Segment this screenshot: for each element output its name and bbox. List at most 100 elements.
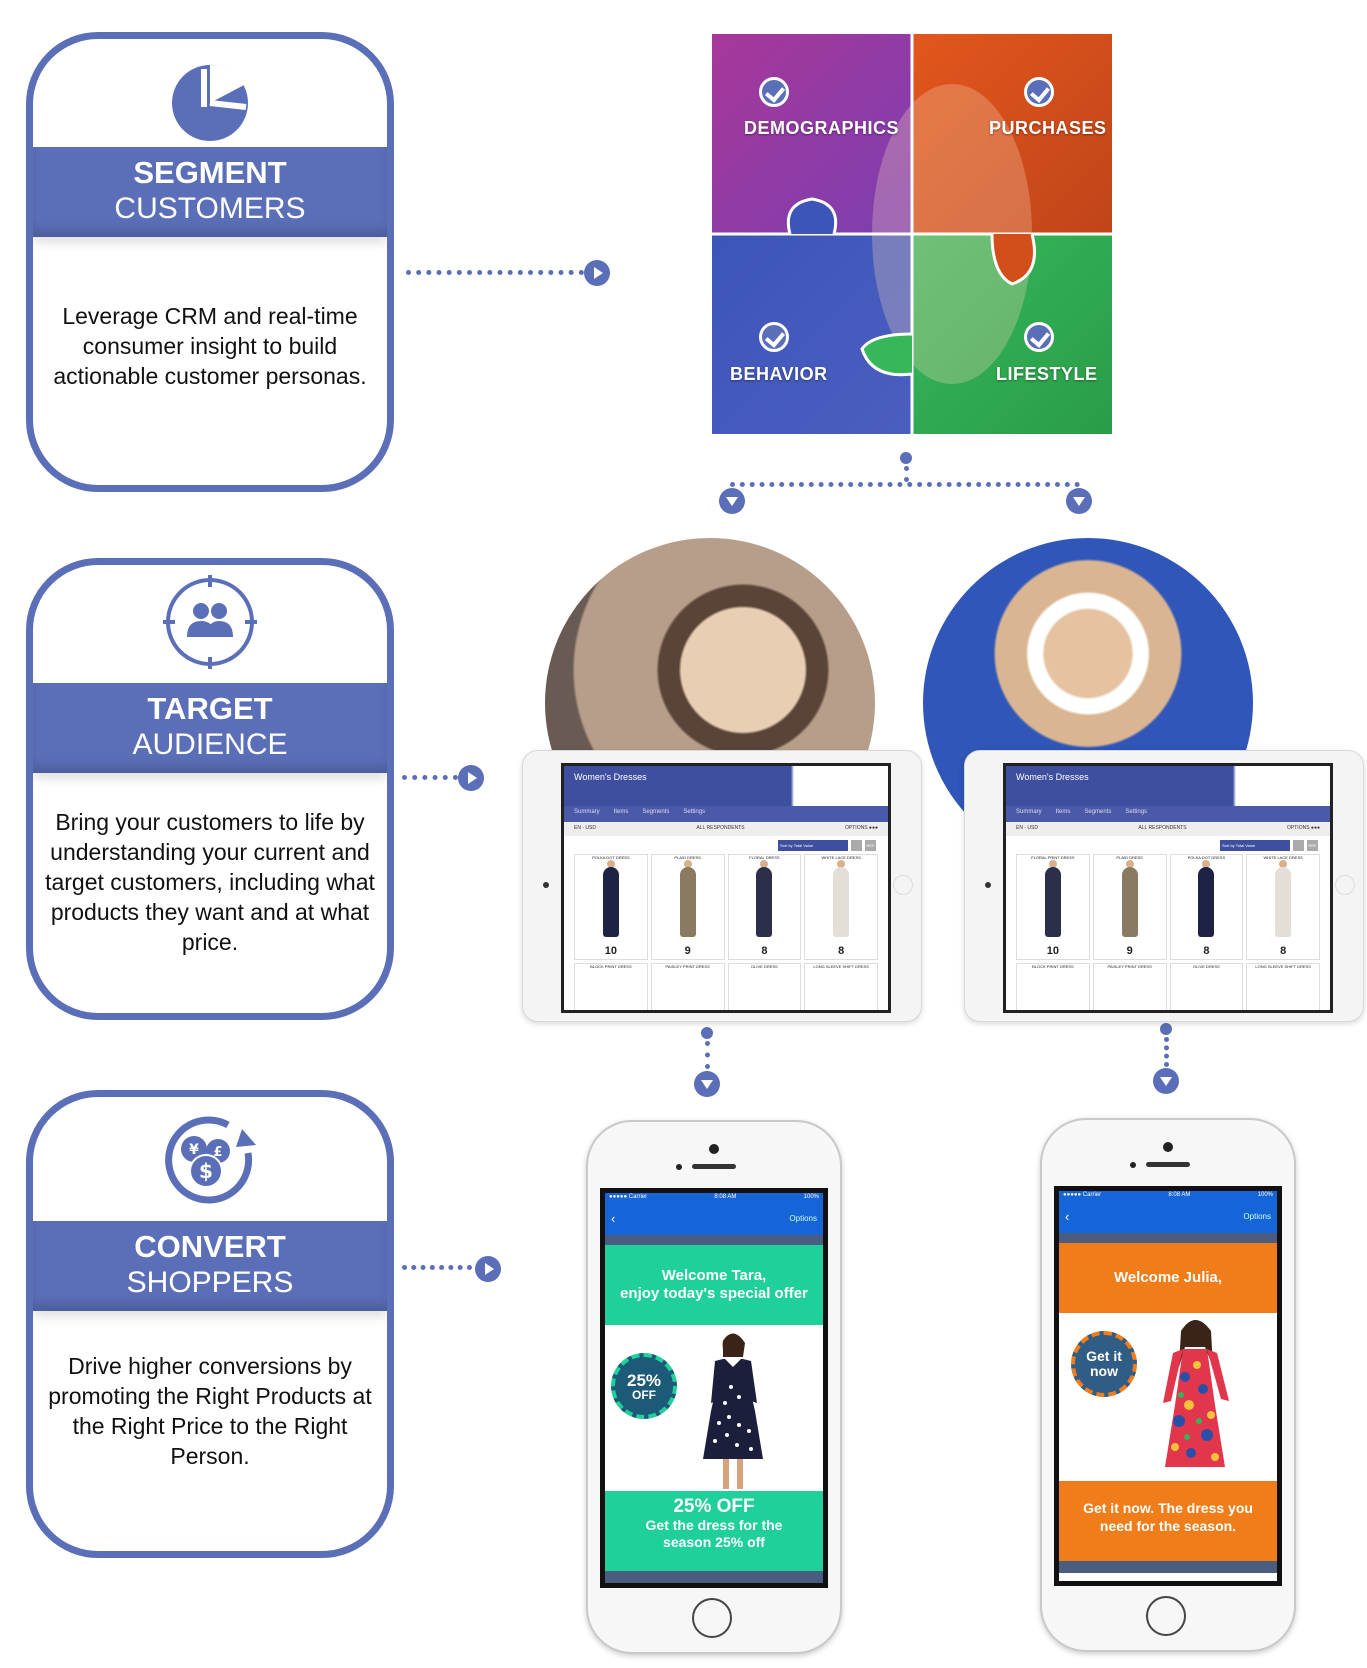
check-icon xyxy=(1024,322,1054,352)
target-audience-card: TARGET AUDIENCE Bring your customers to … xyxy=(26,558,394,1020)
tab-items[interactable]: Items xyxy=(613,809,629,815)
product-name: WHITE LACE DRESS xyxy=(821,855,861,860)
phone-camera xyxy=(709,1144,719,1154)
product-name: PLAID DRESS xyxy=(674,855,701,860)
badge-line-2: now xyxy=(1090,1363,1118,1379)
polka-dot-dress-model xyxy=(703,1333,763,1489)
sort-select[interactable]: Sort by Total Value xyxy=(1220,839,1290,851)
tab-segments[interactable]: Segments xyxy=(1084,809,1112,815)
product-card[interactable]: LONG SLEEVE SHIFT DRESS xyxy=(1246,963,1320,1010)
offer-text-1: Get it now. The dress you xyxy=(1083,1500,1253,1516)
convert-shoppers-card: ¥ £ $ CONVERT SHOPPERS Drive higher conv… xyxy=(26,1090,394,1558)
connector-split xyxy=(730,482,1080,487)
product-name: BLOCK PRINT DRESS xyxy=(1032,964,1074,969)
badge-line-1: 25% xyxy=(626,1370,662,1390)
product-card[interactable]: LONG SLEEVE SHIFT DRESS xyxy=(804,963,878,1010)
tab-settings[interactable]: Settings xyxy=(683,809,706,815)
product-card[interactable]: BLOCK PRINT DRESS xyxy=(574,963,648,1010)
back-chevron-icon[interactable]: ‹ xyxy=(611,1211,616,1226)
divider-bar xyxy=(1059,1233,1277,1243)
sort-label: Sort by Total Value xyxy=(780,842,814,848)
convert-band: CONVERT SHOPPERS xyxy=(33,1221,387,1311)
label-demographics: DEMOGRAPHICS xyxy=(744,118,900,138)
tab-segments[interactable]: Segments xyxy=(642,809,670,815)
time-label: 8:08 AM xyxy=(714,1194,737,1200)
sort-tools: Sort by Total Value REF xyxy=(564,836,888,854)
tablet-home-button[interactable] xyxy=(893,875,913,895)
respondents-select[interactable]: ALL RESPONDENTS xyxy=(1138,825,1187,831)
offer-text-2: season 25% off xyxy=(663,1534,765,1550)
arrow-down-icon xyxy=(694,1071,720,1097)
product-card[interactable]: OLIVE DRESS xyxy=(727,963,802,1010)
target-band: TARGET AUDIENCE xyxy=(33,683,387,773)
product-name: PLAID DRESS xyxy=(1116,855,1143,860)
currency-cycle-icon: ¥ £ $ xyxy=(33,1109,387,1213)
welcome-line-2: enjoy today's special offer xyxy=(620,1285,808,1302)
options-menu[interactable]: OPTIONS ●●● xyxy=(1287,825,1320,831)
options-button[interactable]: Options xyxy=(789,1214,817,1223)
sort-select[interactable]: Sort by Total Value xyxy=(778,839,848,851)
options-button[interactable]: Options xyxy=(1243,1212,1271,1221)
grid-view-button[interactable] xyxy=(851,839,862,851)
product-card[interactable]: OLIVE DRESS xyxy=(1169,963,1244,1010)
battery-label: 100% xyxy=(803,1194,819,1200)
phone-home-button[interactable] xyxy=(1146,1596,1186,1636)
card-title: TARGET xyxy=(147,691,273,726)
product-count: 10 xyxy=(1046,945,1059,957)
product-card[interactable]: FLORAL PRINT DRESS 10 xyxy=(1016,854,1090,960)
tab-summary[interactable]: Summary xyxy=(1016,809,1042,815)
arrow-down-icon xyxy=(1153,1068,1179,1094)
tab-items[interactable]: Items xyxy=(1055,809,1071,815)
arrow-right-icon xyxy=(475,1256,501,1282)
tab-settings[interactable]: Settings xyxy=(1125,809,1148,815)
offer-text-2: need for the season. xyxy=(1099,1518,1237,1534)
options-menu[interactable]: OPTIONS ●●● xyxy=(845,825,878,831)
tablet-right: Women's Dresses Summary Items Segments S… xyxy=(964,750,1364,1022)
product-card[interactable]: PAISLEY PRINT DRESS xyxy=(1092,963,1167,1010)
get-it-now-badge: Get it now xyxy=(1071,1331,1137,1397)
ref-button[interactable]: REF xyxy=(865,839,876,851)
respondents-select[interactable]: ALL RESPONDENTS xyxy=(696,825,745,831)
tablet-home-button[interactable] xyxy=(1335,875,1355,895)
model-head xyxy=(1202,860,1211,868)
model-head xyxy=(837,860,846,868)
card-subtitle: CUSTOMERS xyxy=(114,192,306,225)
card-description: Drive higher conversions by promoting th… xyxy=(48,1353,372,1469)
filter-bar: EN - USD ALL RESPONDENTS OPTIONS ●●● xyxy=(1006,822,1330,836)
tab-summary[interactable]: Summary xyxy=(574,809,600,815)
ref-button[interactable]: REF xyxy=(1307,839,1318,851)
back-chevron-icon[interactable]: ‹ xyxy=(1065,1209,1070,1224)
product-card[interactable]: BLOCK PRINT DRESS xyxy=(1016,963,1090,1010)
product-name: OLIVE DRESS xyxy=(1193,964,1220,969)
product-count: 10 xyxy=(604,945,617,957)
dress-image xyxy=(1044,867,1061,937)
product-name: FLORAL PRINT DRESS xyxy=(1031,855,1075,860)
offer-headline: 25% OFF xyxy=(673,1496,755,1517)
phone-home-button[interactable] xyxy=(692,1598,732,1638)
label-behavior: BEHAVIOR xyxy=(730,364,828,384)
product-card[interactable]: PAISLEY PRINT DRESS xyxy=(650,963,725,1010)
badge-line-2: OFF xyxy=(632,1387,656,1402)
product-count: 8 xyxy=(1280,945,1287,957)
check-icon xyxy=(759,322,789,352)
pie-chart-icon xyxy=(33,63,387,143)
target-audience-icon xyxy=(33,575,387,669)
card-title: SEGMENT xyxy=(133,155,287,190)
model-head xyxy=(1048,860,1057,868)
locale-select[interactable]: EN - USD xyxy=(574,825,596,831)
tablet-left: Women's Dresses Summary Items Segments S… xyxy=(522,750,922,1022)
arrow-right-icon xyxy=(458,765,484,791)
junction-dot xyxy=(701,1027,713,1039)
app-nav-bar: ‹ Options xyxy=(605,1205,823,1235)
phone-speaker xyxy=(692,1164,736,1169)
grid-view-button[interactable] xyxy=(1293,839,1304,851)
locale-select[interactable]: EN - USD xyxy=(1016,825,1038,831)
label-lifestyle: LIFESTYLE xyxy=(996,364,1098,384)
